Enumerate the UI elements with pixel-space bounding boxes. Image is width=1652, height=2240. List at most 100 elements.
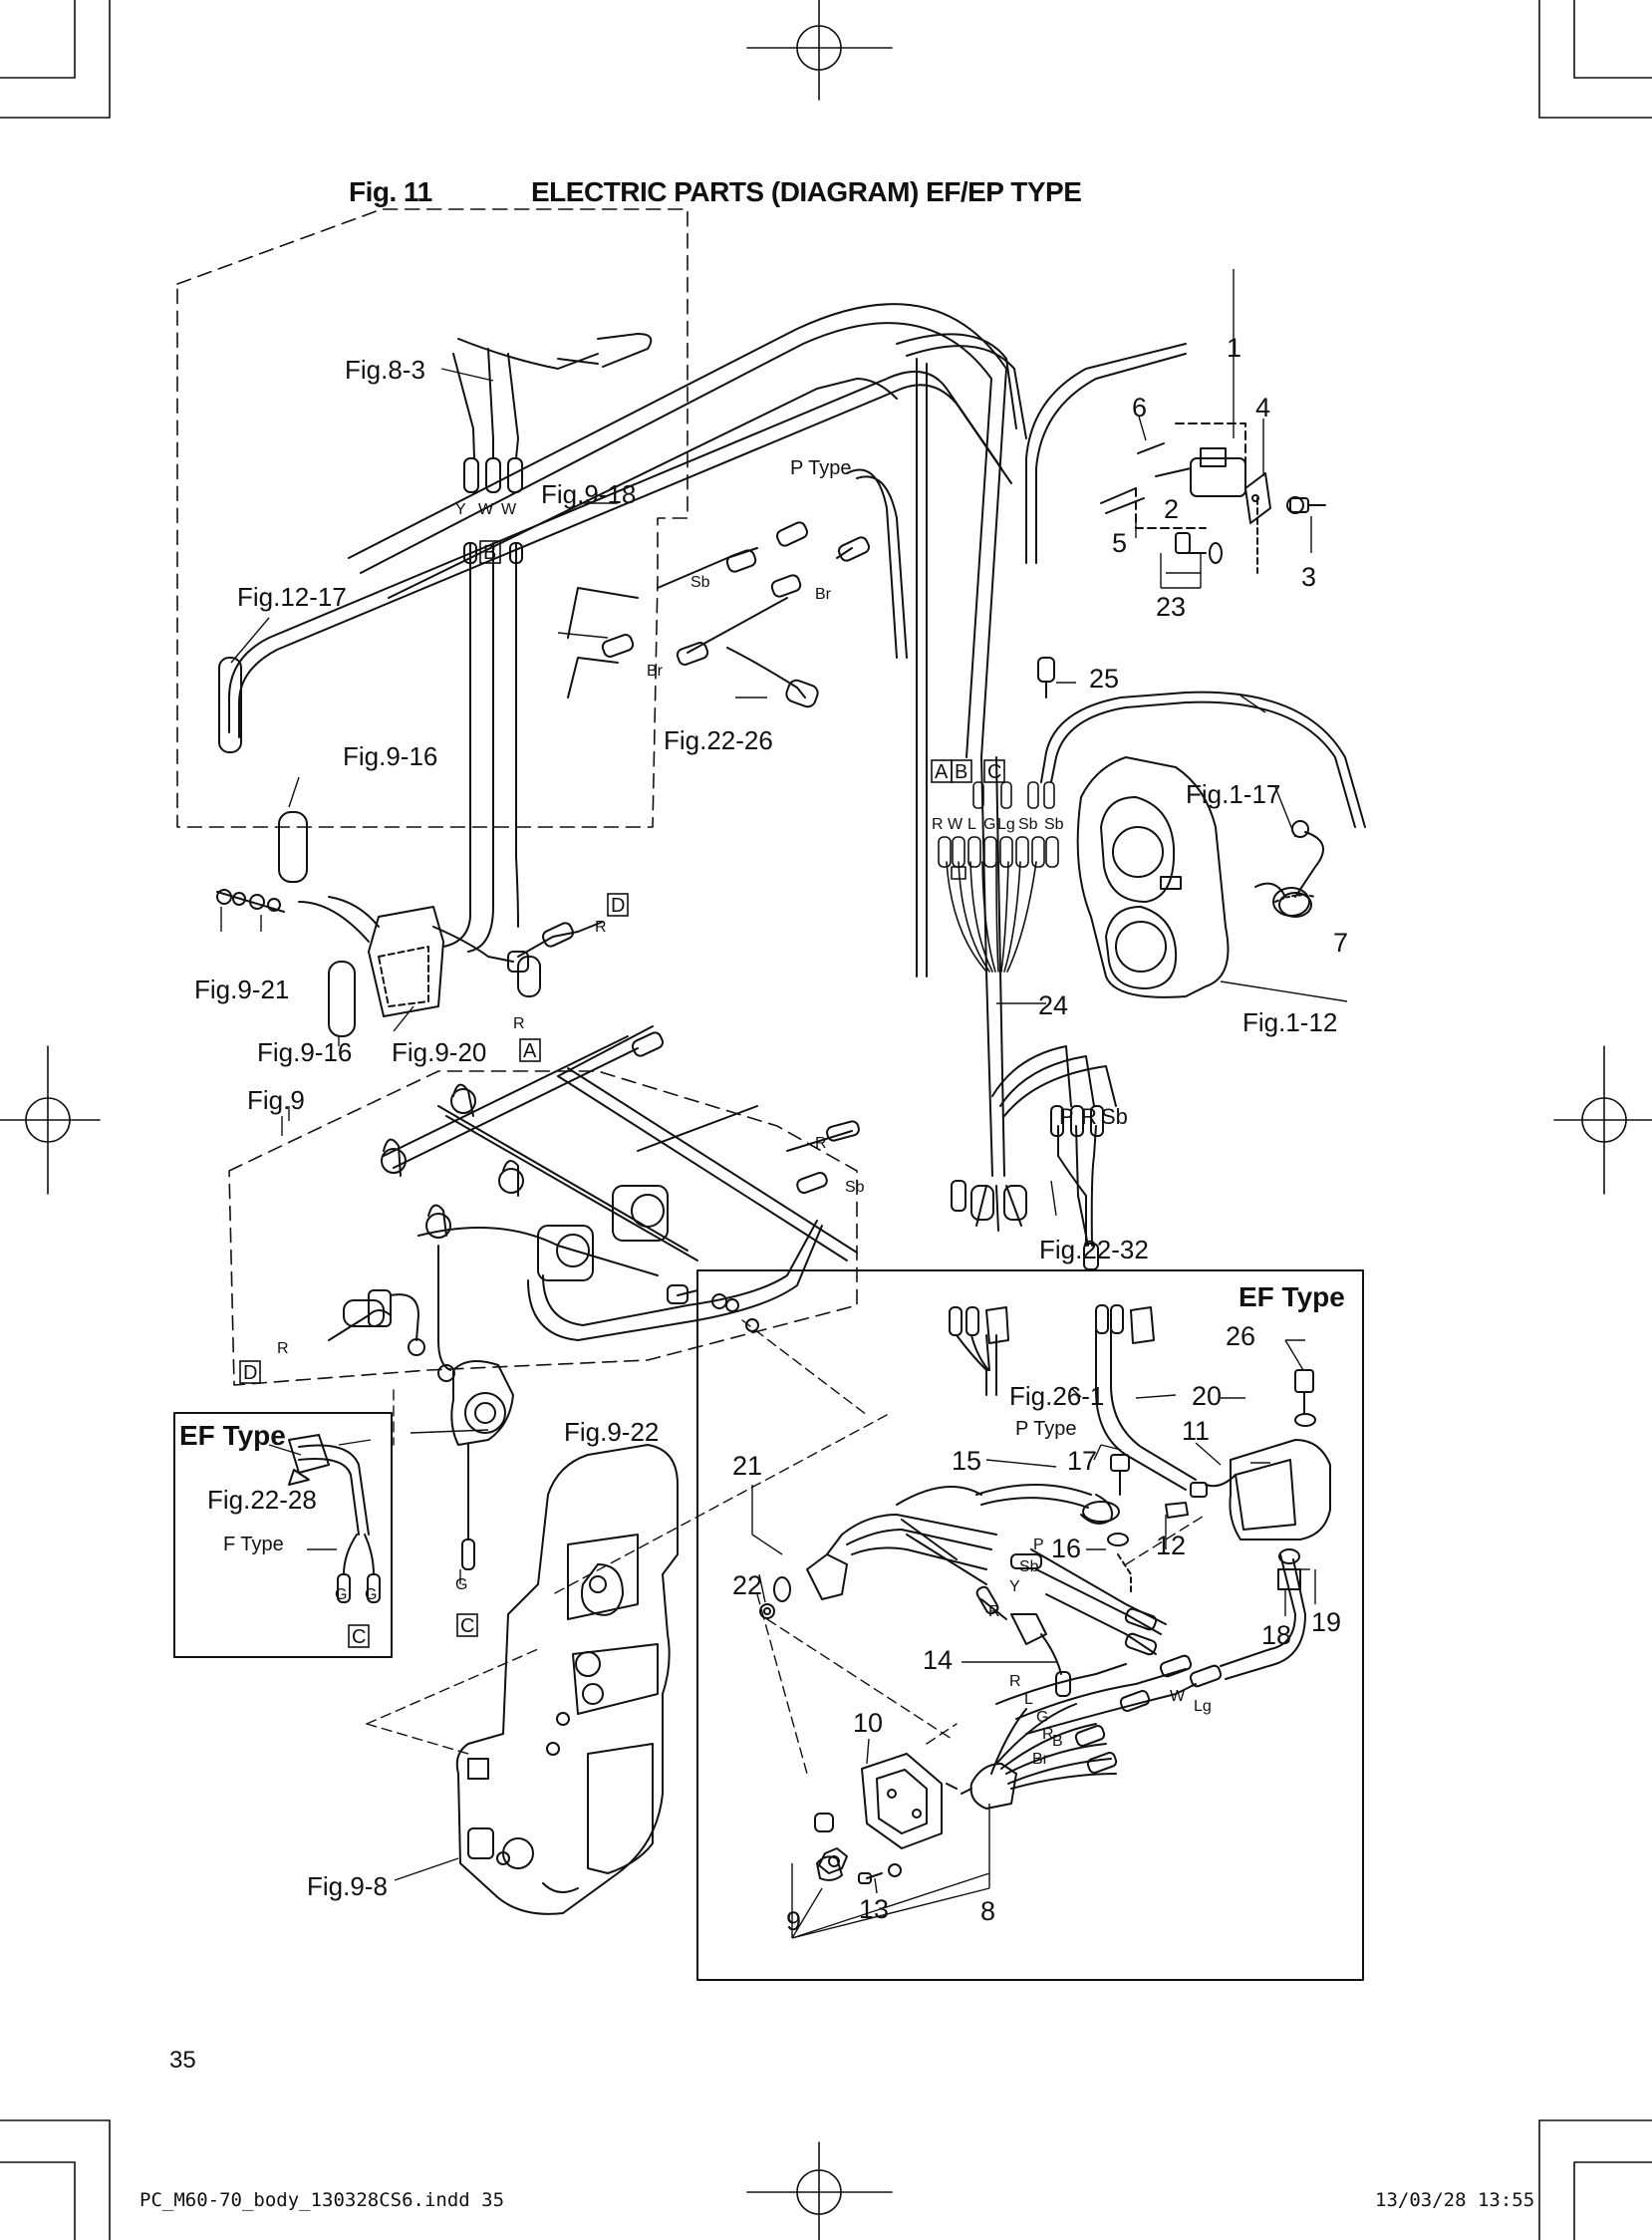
- label-fig-8-3: Fig.8-3: [345, 355, 425, 385]
- part-number-5: 5: [1112, 528, 1127, 558]
- wire-code-remote-br: Br: [1032, 1751, 1049, 1768]
- connector-tag-c-pulser: C: [460, 1615, 474, 1637]
- connector-tag-c-ef: C: [352, 1626, 366, 1648]
- wire-code-r-branch: R: [1081, 1104, 1097, 1129]
- part-number-17: 17: [1067, 1446, 1097, 1476]
- part-number-25: 25: [1089, 664, 1119, 694]
- wire-code-y-top: Y: [455, 501, 466, 518]
- part-15-16-resistor: [975, 1484, 1132, 1595]
- part-number-24: 24: [1038, 990, 1068, 1020]
- label-fig-9-21: Fig.9-21: [194, 975, 289, 1004]
- connector-tag-d-top: D: [611, 895, 625, 917]
- part-3-bolt: [1286, 496, 1326, 514]
- wire-code-sb-branch: Sb: [1101, 1104, 1128, 1129]
- dashed-leaders-ignition: [393, 1319, 868, 1446]
- wire-code-remote-w: W: [1170, 1688, 1186, 1705]
- wire-code-br-b: Br: [647, 663, 664, 680]
- part-number-6: 6: [1132, 393, 1147, 422]
- part-number-7: 7: [1333, 928, 1348, 958]
- harness-fan: [946, 861, 1037, 973]
- label-fig-9-20: Fig.9-20: [392, 1037, 486, 1067]
- part-number-22: 22: [732, 1570, 762, 1600]
- fig-number: Fig. 11: [349, 176, 432, 207]
- part-23-bolt-washer: [1175, 532, 1223, 564]
- connector-tag-b-top: B: [483, 542, 496, 564]
- part-number-14: 14: [923, 1645, 953, 1675]
- label-p-type-b: P Type: [1015, 1418, 1077, 1440]
- label-f-type: F Type: [223, 1534, 284, 1555]
- part-22-washer: [759, 1576, 791, 1619]
- dashed-leaders-bracket: [366, 1414, 888, 1755]
- main-switch-part-8: [946, 1553, 1306, 1810]
- part-number-18: 18: [1261, 1620, 1291, 1650]
- ignition-coils-fig-9: [328, 1025, 860, 1382]
- connector-tag-c-harness: C: [987, 761, 1001, 783]
- label-fig-9-8: Fig.9-8: [307, 1871, 388, 1901]
- wire-code-r-mid: R: [815, 1135, 827, 1152]
- wire-code-g-c2: G: [365, 1586, 377, 1603]
- label-fig-12-17: Fig.12-17: [237, 582, 347, 612]
- coil-fig-9-16: [218, 657, 356, 1037]
- label-fig-9: Fig.9: [247, 1085, 305, 1115]
- plate-part-10: [861, 1753, 943, 1849]
- part-number-4: 4: [1255, 393, 1270, 422]
- wire-code-switch-y: Y: [1009, 1578, 1020, 1595]
- wire-code-remote-g: G: [1036, 1709, 1048, 1726]
- remote-box-part-11: [1165, 1439, 1331, 1540]
- part-number-21: 21: [732, 1451, 762, 1481]
- part-26-17-19-hardware: [1110, 1369, 1316, 1590]
- label-fig-22-32: Fig.22-32: [1039, 1235, 1149, 1264]
- part-number-13: 13: [859, 1894, 889, 1924]
- part-number-16: 16: [1051, 1534, 1081, 1563]
- wire-code-switch-p: P: [1033, 1537, 1044, 1553]
- dashed-leaders-ef: [756, 1514, 1207, 1775]
- wire-code-harness-l: L: [967, 816, 976, 833]
- wire-code-remote-l: L: [1024, 1691, 1033, 1708]
- footer-timestamp: 13/03/28 13:55: [1375, 2189, 1534, 2211]
- part-number-15: 15: [952, 1446, 981, 1476]
- part-number-8: 8: [980, 1896, 995, 1926]
- connector-tag-a-harness: A: [935, 761, 949, 783]
- part-number-19: 19: [1311, 1607, 1341, 1637]
- ef-type-small-label: EF Type: [179, 1420, 286, 1451]
- harness-lower-branches: [951, 1045, 1117, 1270]
- text-layer: Fig. 11 ELECTRIC PARTS (DIAGRAM) EF/EP T…: [139, 176, 1534, 2211]
- lower-connectors-ra: [517, 921, 604, 997]
- label-p-type-a: P Type: [790, 457, 852, 479]
- wire-code-harness-lg: Lg: [997, 816, 1015, 833]
- footer-file: PC_M60-70_body_130328CS6.indd 35: [139, 2189, 504, 2211]
- main-harness-trunk: [348, 303, 1187, 1177]
- connector-tag-boxes: [239, 540, 1005, 1648]
- wire-code-remote-b: B: [1052, 1733, 1063, 1750]
- wire-code-g-c1: G: [335, 1586, 347, 1603]
- fig-26-1-connectors: [949, 1304, 1197, 1491]
- label-fig-9-16-b: Fig.9-16: [257, 1037, 352, 1067]
- wire-code-harness-sb-1: Sb: [1018, 816, 1038, 833]
- wire-code-harness-w: W: [948, 816, 964, 833]
- part-number-12: 12: [1156, 1531, 1186, 1560]
- fig-9-21-bolts: [216, 889, 285, 913]
- part-4-bracket: [1244, 472, 1271, 574]
- label-fig-9-18: Fig.9-18: [541, 479, 636, 509]
- part-25-wire: [1037, 657, 1366, 828]
- wire-code-harness-r: R: [932, 816, 944, 833]
- cylinder-head-assembly: [1076, 756, 1316, 998]
- wire-code-sb-a: Sb: [690, 574, 710, 591]
- ef-type-main-label: EF Type: [1239, 1281, 1345, 1312]
- part-1-rectifier: [1135, 422, 1246, 529]
- part-number-2: 2: [1164, 494, 1179, 524]
- part-number-3: 3: [1301, 562, 1316, 592]
- wire-code-r-d: R: [595, 919, 607, 936]
- harness-connector-row: [938, 781, 1059, 880]
- knock-sensor-7: [1278, 820, 1324, 918]
- wire-code-switch-r: R: [988, 1603, 1000, 1620]
- bracket-plate-fig-9-8: [455, 1444, 679, 1915]
- dashed-group-upper-left: [176, 208, 688, 828]
- part-number-11: 11: [1182, 1416, 1210, 1446]
- registration-mark-left: [0, 1045, 101, 1195]
- wire-code-remote-lg: Lg: [1194, 1698, 1212, 1715]
- leader-lines: [220, 269, 1348, 1939]
- connector-tag-a-bottom: A: [523, 1040, 537, 1062]
